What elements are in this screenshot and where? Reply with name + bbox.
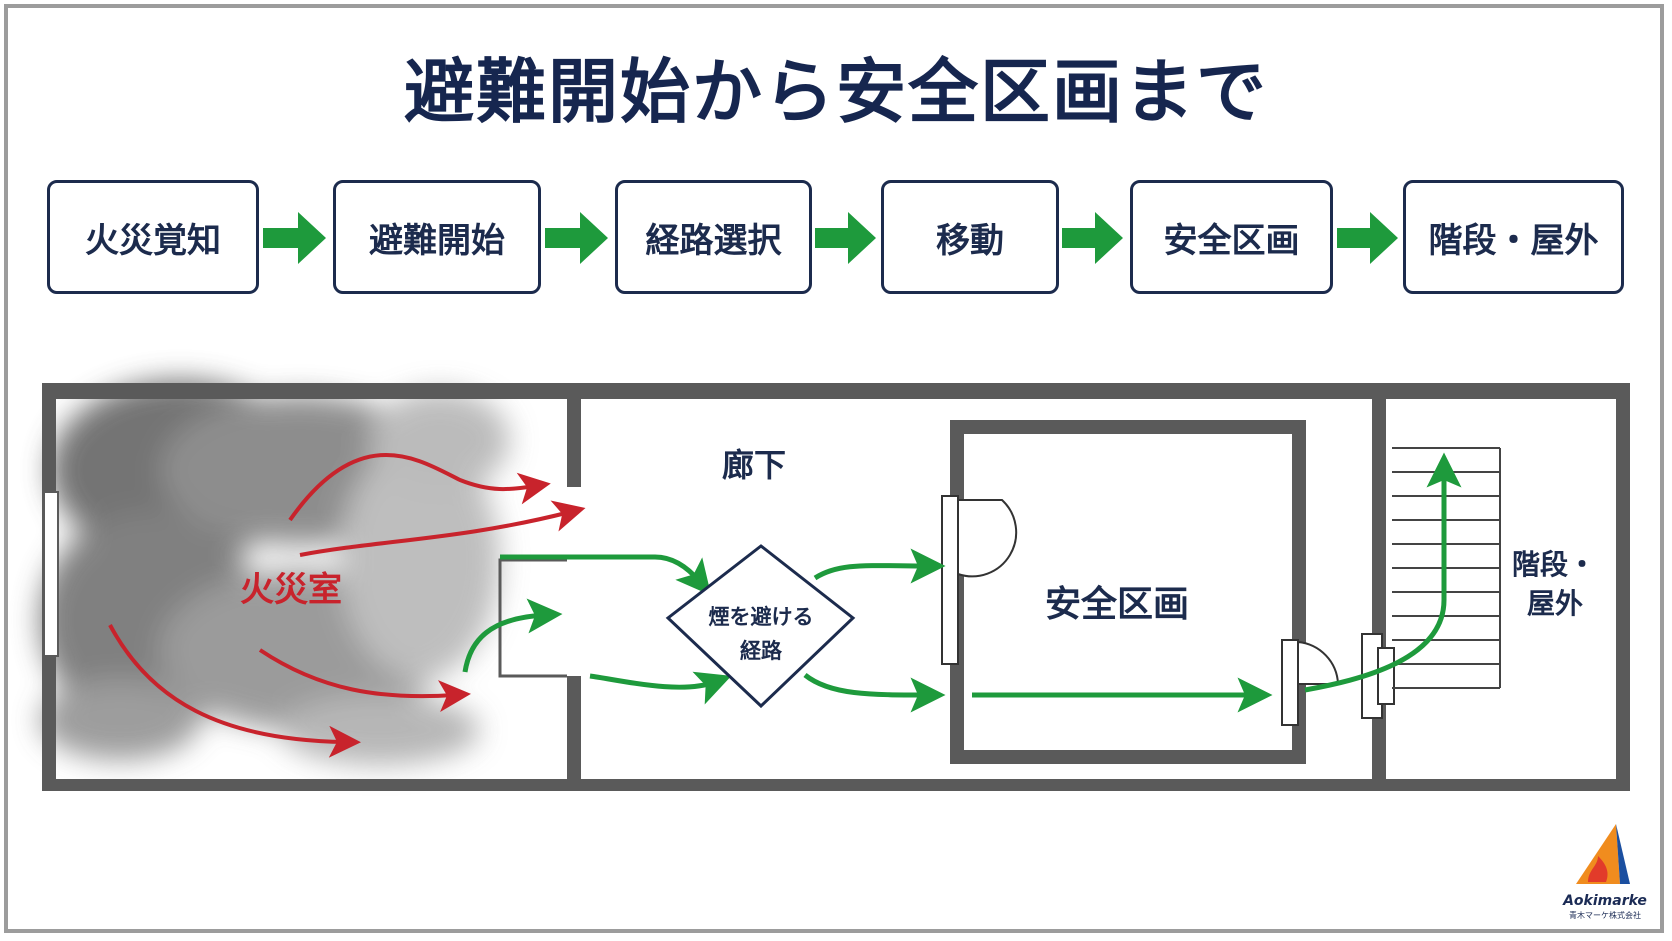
step-fire-detection: 火災覚知 [47,180,259,294]
logo-subtitle: 青木マーケ株式会社 [1569,911,1641,920]
safe-zone-door-bottom [1281,639,1340,726]
smoke-cloud [40,380,510,765]
logo-name: Aokimarke [1563,893,1647,909]
step-movement: 移動 [881,180,1059,294]
step-route-selection: 経路選択 [615,180,812,294]
decision-diamond [665,544,856,709]
safe-zone-door-top [941,495,1018,665]
window [43,491,59,657]
step-stairs-outdoor: 階段・屋外 [1403,180,1624,294]
corridor-notch [498,558,567,678]
stairs-label-line2: 屋外 [1527,587,1584,620]
step-safe-zone: 安全区画 [1130,180,1333,294]
safe-zone-label: 安全区画 [1045,584,1190,625]
decision-label-line1: 煙を避ける [708,605,814,629]
fire-room-label: 火災室 [240,570,342,610]
evacuation-route-arrows [462,452,1462,713]
slide-frame [4,4,1664,933]
stair-door [1361,633,1395,719]
page-title: 避難開始から安全区画まで [404,51,1268,133]
decision-label-line2: 経路 [740,639,782,663]
stairs-label-line1: 階段・ [1512,548,1597,581]
smoke-flow-arrows [108,453,586,758]
company-logo [1576,824,1630,884]
corridor-label: 廊下 [722,446,787,484]
step-evacuation-start: 避難開始 [333,180,541,294]
